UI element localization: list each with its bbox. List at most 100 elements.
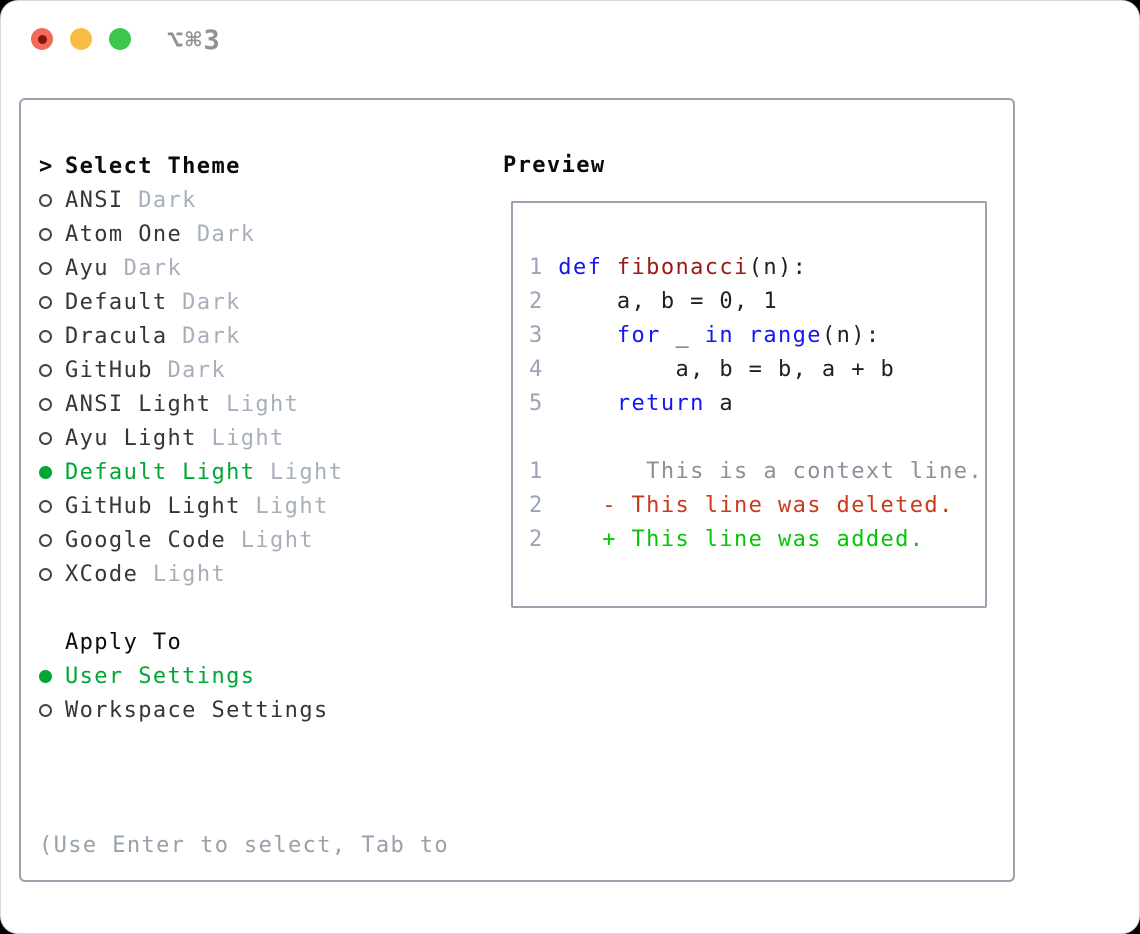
titlebar: ⌥⌘3 [1, 1, 1139, 71]
preview-line: 2 - This line was deleted. [529, 489, 969, 523]
line-number: 2 [529, 527, 559, 552]
code-token-pl: a, b = b, a + b [558, 357, 896, 382]
radio-dot [39, 703, 52, 717]
theme-variant: Light [196, 425, 285, 451]
code-token-kw: for [616, 323, 661, 348]
record-dot-icon [37, 34, 47, 44]
code-token-pl [602, 255, 617, 280]
radio-icon [39, 431, 65, 445]
keyboard-hint: (Use Enter to select, Tab to change focu… [39, 761, 489, 933]
apply-option-user-settings[interactable]: User Settings [39, 659, 489, 693]
theme-option-default-light[interactable]: Default Light Light [39, 455, 489, 489]
preview-line: 4 a, b = b, a + b [529, 353, 969, 387]
line-number: 2 [529, 289, 559, 314]
theme-option-ansi[interactable]: ANSI Dark [39, 183, 489, 217]
radio-icon [39, 227, 65, 241]
theme-option-google-code[interactable]: Google Code Light [39, 523, 489, 557]
prompt-icon: > [39, 153, 54, 179]
theme-variant: Light [240, 493, 329, 519]
theme-option-ansi-light[interactable]: ANSI Light Light [39, 387, 489, 421]
radio-icon [39, 499, 65, 513]
radio-dot [39, 567, 52, 581]
code-token-pl [558, 323, 617, 348]
zoom-button[interactable] [109, 28, 131, 50]
code-token-pl: a [704, 391, 735, 416]
line-number: 1 [529, 459, 559, 484]
radio-dot [39, 533, 52, 547]
code-token-pl [558, 391, 617, 416]
theme-name: XCode [65, 561, 139, 587]
theme-variant: Dark [167, 289, 241, 315]
apply-option-label: User Settings [65, 663, 256, 689]
radio-dot [39, 431, 52, 445]
theme-name: ANSI Light [65, 391, 212, 417]
radio-dot [39, 465, 52, 479]
code-token-del: - This line was deleted. [558, 493, 954, 518]
theme-variant: Light [226, 527, 314, 553]
theme-variant: Dark [108, 255, 183, 281]
minimize-button[interactable] [70, 28, 92, 50]
radio-dot [39, 499, 52, 513]
preview-line: 3 for _ in range(n): [529, 319, 969, 353]
radio-icon [39, 533, 65, 547]
theme-name: Default [65, 289, 168, 315]
theme-option-dracula[interactable]: Dracula Dark [39, 319, 489, 353]
code-token-pl: (n): [821, 323, 881, 348]
theme-option-github[interactable]: GitHub Dark [39, 353, 489, 387]
preview-line [529, 557, 969, 591]
radio-icon [39, 397, 65, 411]
radio-dot [39, 295, 52, 309]
theme-option-ayu[interactable]: Ayu Dark [39, 251, 489, 285]
radio-icon [39, 193, 65, 207]
select-theme-header: >Select Theme [39, 149, 489, 183]
line-number: 4 [529, 357, 559, 382]
code-token-kw: return [616, 391, 705, 416]
radio-dot [39, 261, 52, 275]
code-token-kw: range [748, 323, 822, 348]
apply-option-label: Workspace Settings [65, 697, 329, 723]
code-token-ctx: This is a context line. [558, 459, 984, 484]
theme-option-xcode[interactable]: XCode Light [39, 557, 489, 591]
spacer [39, 727, 489, 761]
radio-dot [39, 363, 52, 377]
radio-icon [39, 703, 65, 717]
radio-icon [39, 261, 65, 275]
theme-option-ayu-light[interactable]: Ayu Light Light [39, 421, 489, 455]
spacer [39, 591, 489, 625]
radio-dot [39, 193, 52, 207]
code-token-pl: _ [660, 323, 705, 348]
window-title: ⌥⌘3 [167, 25, 222, 56]
radio-icon [39, 329, 65, 343]
radio-selected-icon [39, 465, 65, 479]
radio-icon [39, 567, 65, 581]
theme-name: GitHub [65, 357, 153, 383]
apply-to-header: Apply To [39, 625, 489, 659]
preview-title: Preview [503, 153, 606, 178]
close-button[interactable] [31, 28, 53, 50]
apply-option-workspace-settings[interactable]: Workspace Settings [39, 693, 489, 727]
preview-line: 2 + This line was added. [529, 523, 969, 557]
theme-variant: Light [211, 391, 300, 417]
theme-variant: Dark [123, 187, 197, 213]
theme-variant: Light [255, 459, 344, 485]
theme-option-github-light[interactable]: GitHub Light Light [39, 489, 489, 523]
hint-line-1: (Use Enter to select, Tab to [39, 833, 450, 858]
radio-dot [39, 669, 52, 683]
theme-name: Atom One [65, 221, 183, 247]
preview-line [529, 421, 969, 455]
theme-name: Ayu [65, 255, 109, 281]
theme-option-default[interactable]: Default Dark [39, 285, 489, 319]
theme-option-atom-one[interactable]: Atom One Dark [39, 217, 489, 251]
theme-name: GitHub Light [65, 493, 241, 519]
code-token-kw: in [704, 323, 735, 348]
code-token-add: + This line was added. [558, 527, 925, 552]
theme-name: Default Light [65, 459, 256, 485]
preview-line [529, 217, 969, 251]
code-token-pl: a, b = 0, 1 [558, 289, 778, 314]
theme-variant: Dark [182, 221, 256, 247]
